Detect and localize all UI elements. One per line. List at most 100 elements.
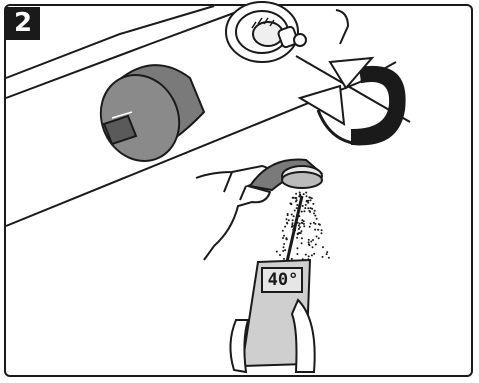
- spray-drop: [322, 256, 324, 258]
- spray-drop: [321, 229, 323, 231]
- spray-drop: [312, 239, 314, 241]
- spray-drop: [317, 229, 319, 231]
- spray-drop: [314, 215, 316, 217]
- spray-drop: [310, 241, 312, 243]
- spray-drop: [319, 224, 321, 226]
- water-spray: [276, 192, 330, 262]
- spray-drop: [293, 215, 295, 217]
- spray-drop: [293, 197, 295, 199]
- spray-drop: [286, 222, 288, 224]
- spray-drop: [283, 258, 285, 260]
- spray-drop: [286, 238, 288, 240]
- spray-drop: [301, 222, 303, 224]
- spray-drop: [284, 226, 286, 228]
- spray-drop: [292, 222, 294, 224]
- spray-drop: [328, 257, 330, 259]
- spray-drop: [296, 204, 298, 206]
- spray-drop: [309, 226, 311, 228]
- spray-drop: [296, 253, 298, 255]
- spray-drop: [299, 194, 301, 196]
- spray-drop: [301, 230, 303, 232]
- spray-drop: [312, 246, 314, 248]
- shower-head-icon: [250, 160, 322, 190]
- spray-drop: [308, 239, 310, 241]
- spray-drop: [313, 253, 315, 255]
- spray-drop: [292, 219, 294, 221]
- spray-drop: [284, 249, 286, 251]
- spray-drop: [283, 235, 285, 237]
- spray-drop: [308, 243, 310, 245]
- spray-drop: [310, 199, 312, 201]
- spray-drop: [326, 251, 328, 253]
- spray-drop: [314, 210, 316, 212]
- spray-drop: [303, 223, 305, 225]
- control-knob-icon: [87, 62, 204, 174]
- spray-drop: [305, 192, 307, 194]
- spray-drop: [311, 197, 313, 199]
- spray-drop: [296, 207, 298, 209]
- spray-drop: [291, 214, 293, 216]
- spray-drop: [315, 244, 317, 246]
- spray-drop: [308, 210, 310, 212]
- spray-drop: [297, 233, 299, 235]
- spray-drop: [289, 203, 291, 205]
- spray-drop: [314, 229, 316, 231]
- cartridge-spindle: [226, 2, 306, 62]
- spray-drop: [305, 254, 307, 256]
- spray-drop: [294, 210, 296, 212]
- spray-drop: [299, 192, 301, 194]
- spray-drop: [298, 228, 300, 230]
- spray-drop: [283, 243, 285, 245]
- spray-drop: [306, 200, 308, 202]
- spray-drop: [282, 237, 284, 239]
- spray-drop: [311, 254, 313, 256]
- spray-drop: [287, 214, 289, 216]
- spray-drop: [291, 258, 293, 260]
- spray-drop: [321, 232, 323, 234]
- spray-drop: [308, 255, 310, 257]
- spray-drop: [316, 236, 318, 238]
- spray-drop: [307, 207, 309, 209]
- spray-drop: [282, 250, 284, 252]
- spray-drop: [276, 251, 278, 253]
- spray-drop: [306, 195, 308, 197]
- spray-drop: [316, 218, 318, 220]
- spray-drop: [299, 223, 301, 225]
- spray-drop: [297, 247, 299, 249]
- spray-drop: [302, 205, 304, 207]
- spray-drop: [283, 246, 285, 248]
- spray-drop: [288, 219, 290, 221]
- spray-drop: [286, 218, 288, 220]
- spray-drop: [301, 211, 303, 213]
- spray-drop: [305, 204, 307, 206]
- spray-drop: [301, 219, 303, 221]
- spray-drop: [300, 232, 302, 234]
- spray-drop: [303, 210, 305, 212]
- spray-drop: [308, 196, 310, 198]
- step-number-badge: 2: [6, 7, 40, 40]
- thermometer-display: 40°: [266, 268, 300, 292]
- spray-drop: [318, 237, 320, 239]
- spray-drop: [292, 225, 294, 227]
- spray-drop: [322, 246, 324, 248]
- spray-drop: [310, 207, 312, 209]
- spray-drop: [303, 193, 305, 195]
- spray-drop: [312, 203, 314, 205]
- spray-drop: [314, 223, 316, 225]
- spray-drop: [295, 193, 297, 195]
- spray-drop: [295, 201, 297, 203]
- spray-drop: [296, 237, 298, 239]
- spray-drop: [301, 242, 303, 244]
- spray-drop: [326, 253, 328, 255]
- spray-drop: [282, 230, 284, 232]
- spray-drop: [298, 225, 300, 227]
- rotate-arrows-icon: [300, 58, 405, 144]
- spray-drop: [308, 241, 310, 243]
- spray-drop: [303, 225, 305, 227]
- spray-drop: [310, 223, 312, 225]
- spray-drop: [301, 237, 303, 239]
- spray-drop: [304, 207, 306, 209]
- spray-drop: [279, 254, 281, 256]
